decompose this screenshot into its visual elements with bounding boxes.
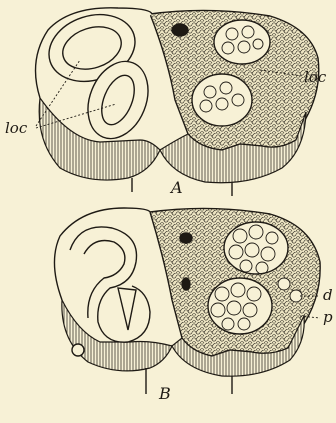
figure-a-pollen-sac-lower [192, 74, 252, 126]
figure-a-anther [36, 4, 319, 196]
figure-b-caption: B [159, 386, 171, 402]
figure-a-pollen-sac-upper [214, 20, 270, 64]
figure-a-caption: A [171, 180, 183, 196]
figure-b-open-locule [70, 227, 150, 342]
figure-b-pollen-chamber-lower [208, 278, 272, 334]
label-p: p [323, 310, 333, 325]
label-d: d [323, 288, 333, 303]
figure-b-anther [54, 208, 320, 394]
label-loc-right: loc [304, 70, 326, 85]
label-loc-left: loc [5, 121, 27, 136]
